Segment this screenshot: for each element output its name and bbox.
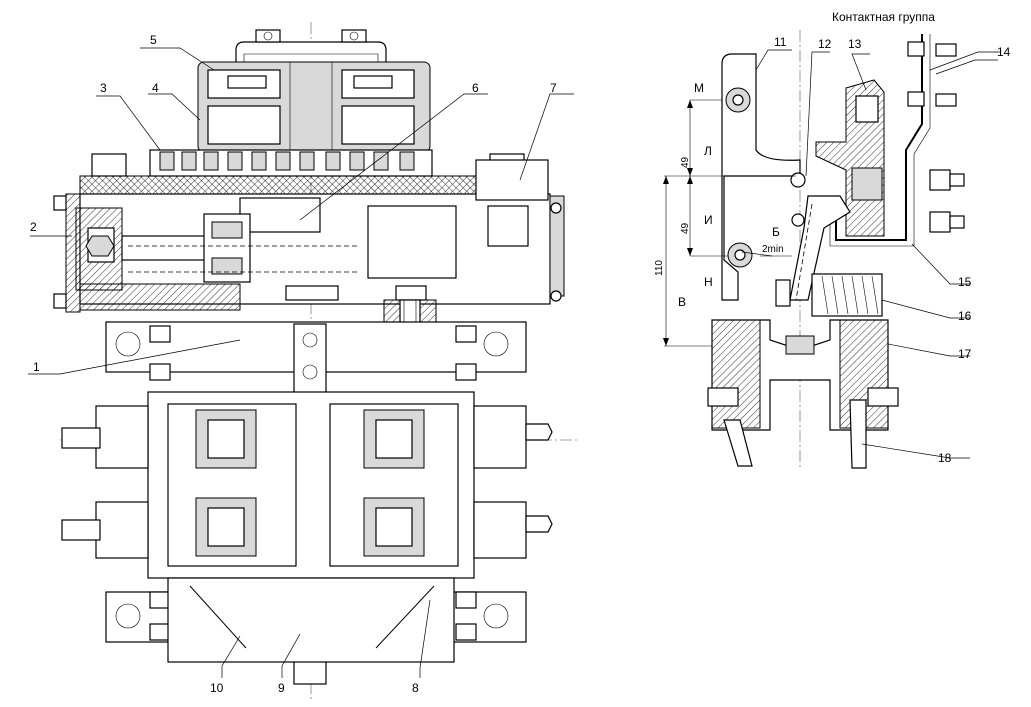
- callout-13: 13: [848, 37, 862, 51]
- dimension-gap-2min: 2min: [762, 244, 784, 255]
- cables: [707, 387, 899, 469]
- letter-n: Н: [704, 275, 713, 289]
- contact-spring: [775, 273, 883, 317]
- callout-15: 15: [958, 275, 972, 289]
- letter-b: Б: [772, 225, 780, 239]
- upper-body: [79, 153, 565, 305]
- dimension-110: 110: [654, 260, 665, 276]
- callout-10: 10: [210, 681, 224, 695]
- bus-bar: [829, 34, 965, 247]
- callout-9: 9: [278, 681, 285, 695]
- moving-contact-lever: [789, 195, 851, 301]
- dimension-lines: [663, 99, 796, 347]
- callout-8: 8: [412, 681, 419, 695]
- labels: Контактная группа 1 2 3 4 5 6 7 8 9 10 1…: [30, 10, 1011, 695]
- contact-lower-body: [711, 319, 889, 431]
- lower-frame: [147, 391, 475, 579]
- letter-i: И: [704, 213, 713, 227]
- letter-m: М: [694, 81, 704, 95]
- insulator-row: [149, 149, 433, 177]
- contact-group-view: [663, 30, 965, 470]
- fixed-contact: [815, 79, 885, 237]
- callout-6: 6: [472, 81, 479, 95]
- callout-16: 16: [958, 309, 972, 323]
- callout-11: 11: [774, 35, 787, 49]
- coil-block: [367, 205, 457, 279]
- callout-3: 3: [100, 81, 107, 95]
- left-terminals: [61, 405, 149, 559]
- callout-17: 17: [958, 347, 972, 361]
- letter-v: В: [678, 295, 686, 309]
- callout-4: 4: [152, 81, 159, 95]
- callout-14: 14: [997, 45, 1011, 59]
- callout-12: 12: [818, 37, 832, 51]
- callout-18: 18: [938, 451, 952, 465]
- contactor-assembly-view: [53, 22, 580, 700]
- plunger-link: [121, 213, 360, 283]
- contact-arm-frame: [721, 53, 806, 301]
- leader-lines: [28, 47, 1000, 678]
- dimension-49-lower: 49: [680, 222, 691, 234]
- lower-base-plate: [105, 577, 527, 663]
- callout-2: 2: [30, 220, 37, 234]
- contact-group-title: Контактная группа: [832, 10, 935, 24]
- right-terminals: [473, 405, 553, 559]
- callout-1: 1: [33, 360, 40, 374]
- dimension-49-upper: 49: [680, 156, 691, 168]
- arc-chute: [197, 29, 431, 153]
- letter-l: Л: [704, 144, 712, 158]
- callout-5: 5: [150, 33, 157, 47]
- left-end-cap: [53, 193, 241, 313]
- callout-7: 7: [550, 81, 557, 95]
